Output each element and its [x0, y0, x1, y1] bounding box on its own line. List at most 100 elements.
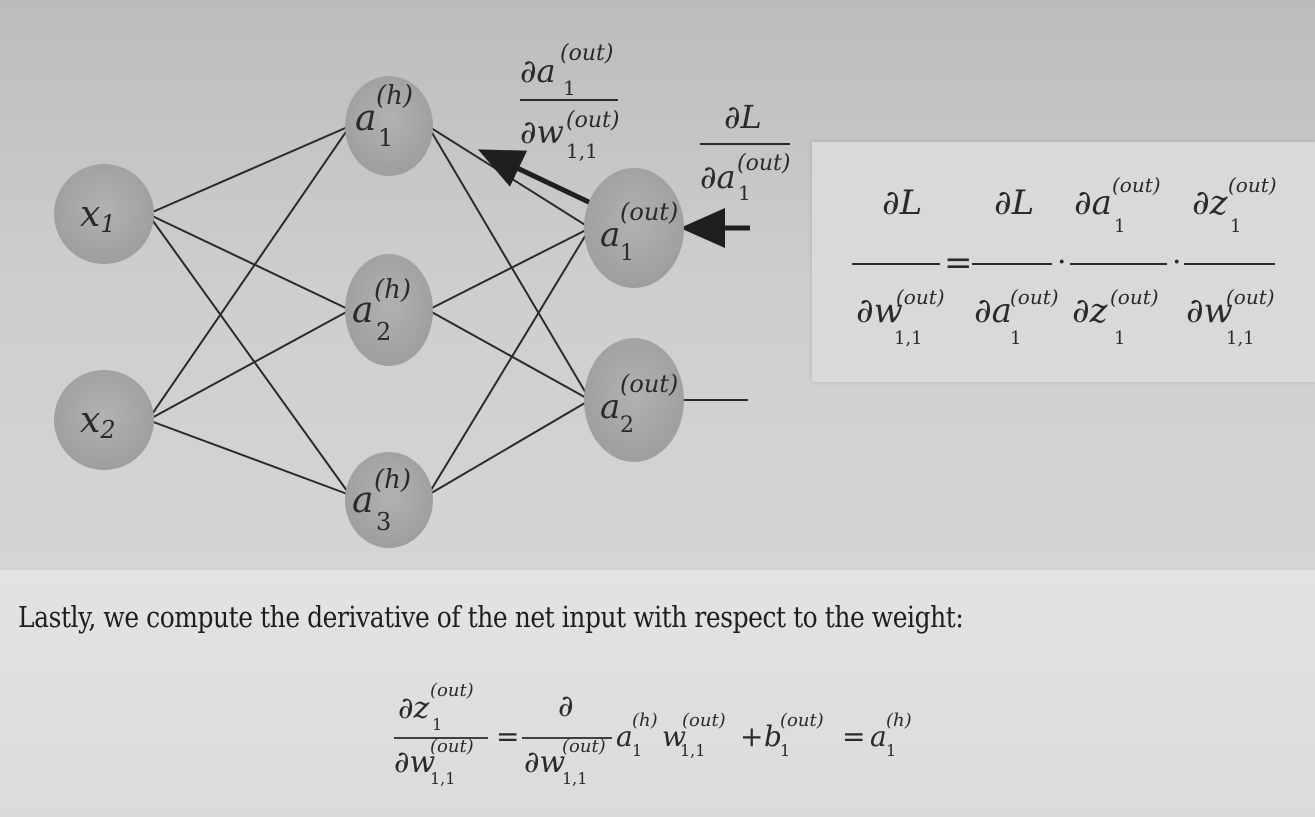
svg-text:(out): (out) — [1228, 173, 1277, 197]
svg-text:(out): (out) — [430, 736, 474, 757]
svg-text:1,1: 1,1 — [562, 769, 587, 788]
hidden-node-a3: a (h) 3 — [345, 452, 433, 548]
svg-text:(out): (out) — [780, 710, 824, 731]
svg-text:1: 1 — [1114, 216, 1125, 237]
svg-text:(out): (out) — [682, 710, 726, 731]
svg-text:(out): (out) — [562, 736, 606, 757]
svg-text:a: a — [352, 480, 373, 521]
grad-weight-annotation: ∂a (out) 1 ∂w (out) 1,1 — [520, 41, 619, 163]
svg-text:(h): (h) — [376, 81, 413, 111]
svg-text:a: a — [616, 720, 633, 753]
svg-text:∂w: ∂w — [856, 291, 903, 331]
derivative-equation: ∂z (out) 1 ∂w (out) 1,1 = ∂ ∂w (out) 1,1… — [394, 680, 912, 788]
svg-text:∂L: ∂L — [994, 183, 1034, 223]
edge — [427, 399, 591, 496]
svg-text:(out): (out) — [1110, 285, 1159, 309]
svg-text:∂L: ∂L — [724, 98, 762, 136]
svg-text:∂w: ∂w — [1186, 291, 1233, 331]
svg-text:a: a — [355, 98, 376, 139]
svg-text:1: 1 — [378, 124, 393, 152]
output-node-a2: a (out) 2 — [584, 338, 684, 462]
svg-text:1: 1 — [563, 76, 576, 100]
edge — [147, 213, 351, 496]
svg-text:(out): (out) — [620, 198, 678, 226]
svg-text:2: 2 — [620, 413, 634, 438]
edge — [147, 125, 351, 421]
svg-text:1: 1 — [738, 181, 751, 205]
svg-text:1: 1 — [632, 741, 642, 760]
svg-text:+: + — [740, 720, 763, 753]
svg-text:1: 1 — [432, 715, 442, 734]
svg-text:(out): (out) — [1112, 173, 1161, 197]
edge — [427, 227, 591, 311]
svg-text:∂a: ∂a — [1074, 183, 1112, 223]
network-diagram: x1 x2 a (h) 1 a (h) 2 a (h) 3 a — [54, 41, 790, 548]
svg-text:(out): (out) — [430, 680, 474, 701]
input-node-x1: x1 — [54, 164, 154, 264]
edge — [427, 309, 591, 401]
svg-text:(h): (h) — [374, 465, 411, 495]
svg-text:∂: ∂ — [558, 689, 574, 724]
edge — [147, 419, 351, 496]
svg-text:a: a — [600, 387, 620, 427]
svg-text:1,1: 1,1 — [894, 328, 923, 349]
svg-text:∂a: ∂a — [700, 158, 736, 196]
svg-text:(out): (out) — [737, 151, 790, 176]
svg-text:x1: x1 — [80, 194, 116, 238]
edge — [147, 213, 351, 311]
svg-text:a: a — [870, 720, 887, 753]
svg-text:(out): (out) — [1226, 285, 1275, 309]
svg-text:∂a: ∂a — [520, 52, 556, 90]
chain-rule-inset: ∂L ∂w (out) 1,1 = ∂L ∂a (out) 1 · ∂a (ou… — [812, 142, 1315, 382]
output-node-a1: a (out) 1 — [584, 168, 684, 288]
lower-page-section — [0, 570, 1315, 817]
svg-text:(out): (out) — [566, 108, 619, 133]
svg-text:=: = — [496, 720, 519, 753]
svg-text:a: a — [600, 215, 620, 255]
hidden-node-a2: a (h) 2 — [345, 254, 433, 366]
edge — [147, 125, 351, 215]
svg-text:(h): (h) — [632, 710, 658, 731]
chain-rule-equation: ∂L ∂w (out) 1,1 = ∂L ∂a (out) 1 · ∂a (ou… — [852, 173, 1277, 349]
edge — [147, 309, 351, 421]
svg-text:x2: x2 — [80, 400, 116, 444]
svg-text:1: 1 — [1230, 216, 1241, 237]
backprop-arrow-weight — [477, 149, 597, 208]
edges-input-hidden — [147, 125, 351, 496]
svg-text:1: 1 — [886, 741, 896, 760]
svg-text:3: 3 — [376, 508, 391, 536]
svg-text:(out): (out) — [896, 285, 945, 309]
svg-text:1,1: 1,1 — [1226, 328, 1255, 349]
svg-text:1,1: 1,1 — [430, 769, 455, 788]
edges-hidden-output — [427, 125, 591, 496]
svg-text:1: 1 — [1010, 328, 1021, 349]
svg-text:∂z: ∂z — [398, 691, 430, 726]
svg-text:∂a: ∂a — [974, 291, 1012, 331]
svg-text:(h): (h) — [374, 275, 411, 305]
svg-text:∂L: ∂L — [882, 183, 922, 223]
hidden-node-a1: a (h) 1 — [345, 76, 433, 176]
svg-text:1,1: 1,1 — [680, 741, 705, 760]
svg-text:(h): (h) — [886, 710, 912, 731]
edge — [427, 125, 591, 401]
svg-text:∂z: ∂z — [1072, 291, 1109, 331]
svg-text:w: w — [662, 720, 686, 753]
svg-text:∂w: ∂w — [520, 113, 564, 151]
svg-text:1: 1 — [1114, 328, 1125, 349]
svg-text:2: 2 — [376, 318, 391, 346]
grad-loss-annotation: ∂L ∂a (out) 1 — [700, 98, 790, 205]
svg-text:b: b — [764, 720, 782, 753]
svg-text:(out): (out) — [1010, 285, 1059, 309]
svg-text:=: = — [842, 720, 865, 753]
svg-text:·: · — [1172, 245, 1182, 280]
svg-text:(out): (out) — [620, 370, 678, 398]
svg-text:1: 1 — [620, 241, 634, 266]
svg-text:=: = — [944, 243, 973, 283]
svg-text:∂w: ∂w — [394, 745, 436, 780]
edge — [427, 227, 591, 496]
svg-text:∂w: ∂w — [524, 745, 566, 780]
svg-text:a: a — [352, 290, 373, 331]
svg-text:∂z: ∂z — [1192, 183, 1229, 223]
svg-text:1,1: 1,1 — [566, 139, 598, 163]
